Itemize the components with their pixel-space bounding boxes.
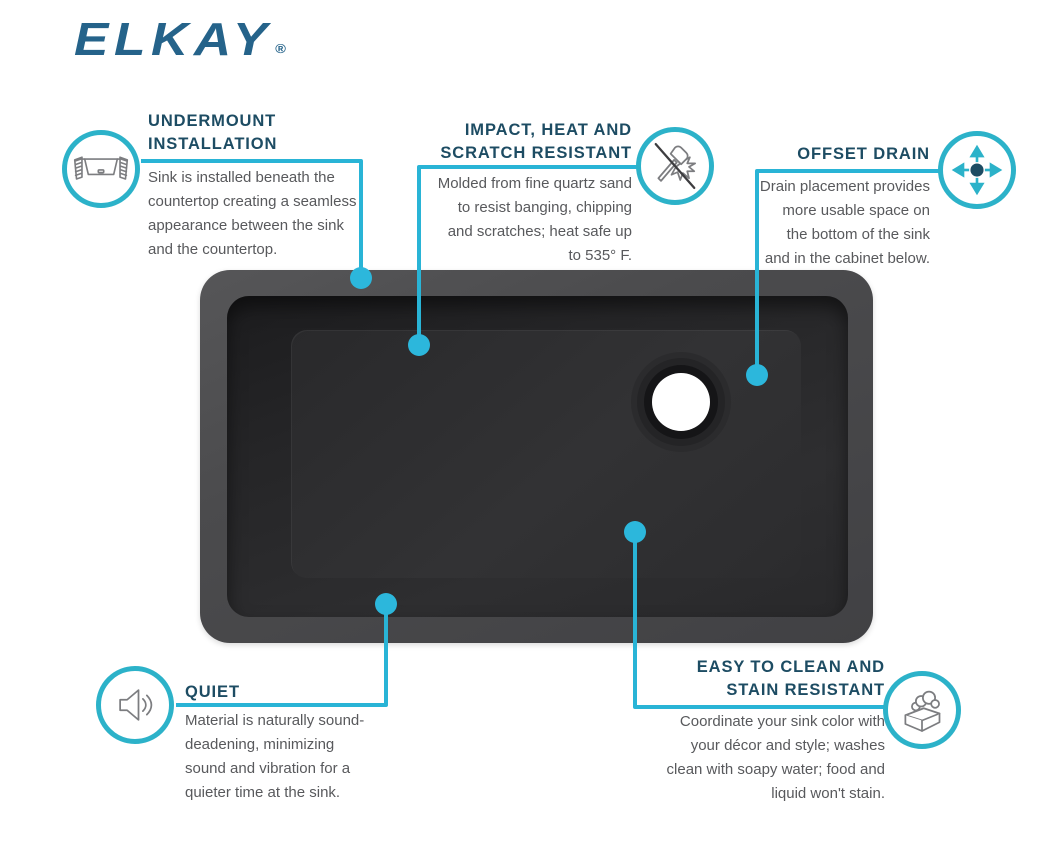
elkay-logo: ELKAY®	[74, 12, 286, 66]
speaker-icon	[107, 677, 163, 733]
offset-drain-description: Drain placement provides more usable spa…	[759, 178, 930, 267]
quiet-description: Material is naturally sound- deadening, …	[185, 712, 365, 801]
impact-feature-badge	[636, 127, 714, 205]
sink-bowl-bottom	[291, 330, 801, 578]
offset-drain-feature-badge	[938, 131, 1016, 209]
offset-drain-title: OFFSET DRAIN	[797, 145, 930, 163]
quiet-feature-badge	[96, 666, 174, 744]
impact-title: IMPACT, HEAT AND SCRATCH RESISTANT	[440, 121, 632, 162]
easy-clean-description: Coordinate your sink color with your déc…	[666, 713, 885, 802]
easy-clean-title: EASY TO CLEAN AND STAIN RESISTANT	[696, 658, 885, 699]
registered-mark: ®	[275, 41, 286, 56]
easy-clean-feature-badge	[883, 671, 961, 749]
quiet-title: QUIET	[185, 683, 240, 701]
undermount-title: UNDERMOUNT INSTALLATION	[148, 112, 278, 153]
undermount-sink-icon	[72, 149, 130, 189]
logo-text: ELKAY	[74, 13, 273, 65]
undermount-description: Sink is installed beneath the countertop…	[148, 169, 357, 258]
sponge-icon	[894, 682, 950, 738]
sink-drain-hole	[652, 373, 710, 431]
hammer-no-impact-icon	[647, 138, 703, 194]
move-arrows-icon	[949, 142, 1005, 198]
impact-description: Molded from fine quartz sand to resist b…	[437, 175, 632, 264]
undermount-feature-badge	[62, 130, 140, 208]
